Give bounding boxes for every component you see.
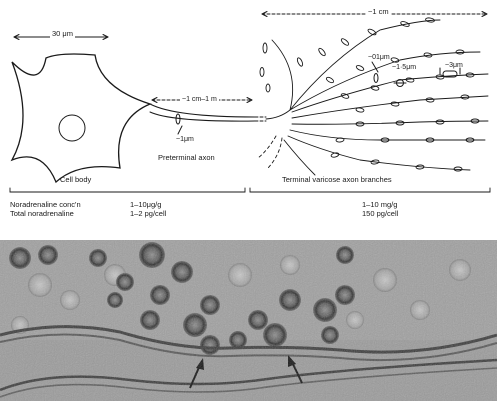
- cell-body-label: Cell body: [60, 176, 91, 184]
- cell-nucleus: [59, 115, 85, 141]
- varicosity-length-label: ~3μm: [445, 62, 463, 69]
- axon-diameter-label: ~1μm: [176, 136, 194, 143]
- preterminal-axon-label: Preterminal axon: [158, 154, 215, 162]
- intervaricose-spacing-label: ~1·5μm: [392, 64, 416, 71]
- row1-terminal-value: 1–10 mg/g: [362, 201, 397, 209]
- preterminal-length-label: ~1 cm–1 m: [180, 96, 219, 103]
- row2-terminal-value: 150 pg/cell: [362, 210, 398, 218]
- body-width-label: 30 μm: [50, 30, 75, 38]
- varicosity-width-label: ~01μm: [368, 54, 390, 61]
- row1-label: Noradrenaline conc'n: [10, 201, 81, 209]
- row1-body-value: 1–10μg/g: [130, 201, 161, 209]
- preterminal-axon: [150, 104, 266, 134]
- electron-micrograph: [0, 240, 497, 401]
- terminal-span-label: ~1 cm: [366, 8, 391, 16]
- table-brackets: [10, 188, 490, 192]
- micrograph-image: [0, 240, 497, 401]
- row2-label: Total noradrenaline: [10, 210, 74, 218]
- row2-body-value: 1–2 pg/cell: [130, 210, 166, 218]
- terminal-branches-label: Terminal varicose axon branches: [282, 176, 392, 184]
- terminal-branches: [258, 20, 488, 175]
